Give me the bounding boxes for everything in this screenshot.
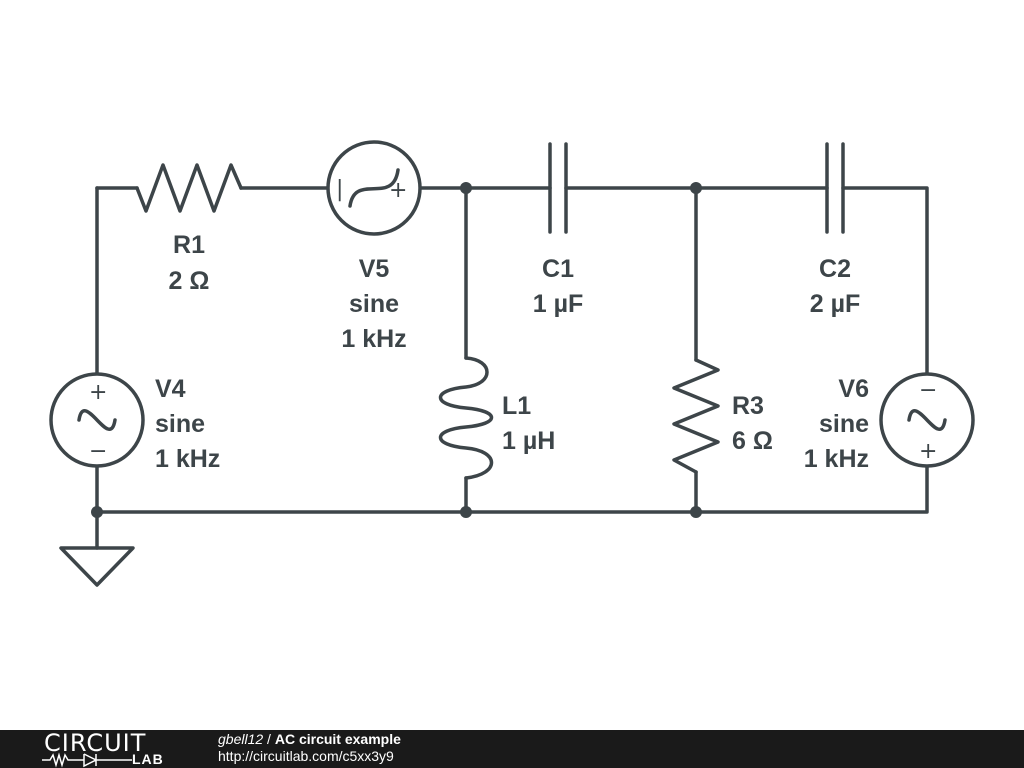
circuitlab-logo[interactable]: CIRCUIT LAB xyxy=(40,730,180,768)
resistor-r1 xyxy=(135,163,243,213)
c1-value-label: 1 µF xyxy=(533,290,584,318)
plus-symbol: + xyxy=(389,178,407,203)
wires xyxy=(95,186,929,550)
v6-type-label: sine xyxy=(819,410,869,438)
circuit-schematic: | + + − − + R1 2 Ω V5 sine 1 kHz C1 1 µF… xyxy=(49,140,975,587)
minus-symbol: − xyxy=(919,378,937,403)
v6-freq-label: 1 kHz xyxy=(804,445,869,473)
r3-name-label: R3 xyxy=(732,392,764,420)
footer-text: gbell12 / AC circuit example http://circ… xyxy=(218,731,401,765)
v6-name-label: V6 xyxy=(838,375,869,403)
r1-value-label: 2 Ω xyxy=(169,267,210,295)
voltage-source-v5: | + xyxy=(326,140,422,236)
ground-symbol xyxy=(59,546,135,587)
sine-wave-icon xyxy=(348,168,400,208)
author-link[interactable]: gbell12 xyxy=(218,731,264,747)
wire-c2-right xyxy=(841,186,929,376)
circuit-url-link[interactable]: http://circuitlab.com/c5xx3y9 xyxy=(218,748,394,764)
footer-bar: CIRCUIT LAB gbell12 / AC circuit example… xyxy=(0,730,1024,768)
capacitor-c1 xyxy=(548,142,568,234)
voltage-source-v6: − + xyxy=(879,372,975,468)
v4-name-label: V4 xyxy=(155,375,186,403)
minus-symbol: | xyxy=(336,177,343,202)
plus-symbol: + xyxy=(919,439,937,464)
v5-name-label: V5 xyxy=(359,255,390,283)
logo-text-top: CIRCUIT xyxy=(44,729,147,757)
plus-symbol: + xyxy=(89,380,107,405)
separator: / xyxy=(263,731,275,747)
voltage-source-v4: + − xyxy=(49,372,145,468)
l1-name-label: L1 xyxy=(502,392,531,420)
r1-name-label: R1 xyxy=(173,231,205,259)
v4-type-label: sine xyxy=(155,410,205,438)
junction-node xyxy=(460,506,472,518)
minus-symbol: − xyxy=(89,439,107,464)
junction-node xyxy=(690,182,702,194)
c2-value-label: 2 µF xyxy=(810,290,861,318)
v4-freq-label: 1 kHz xyxy=(155,445,220,473)
logo-circuit-trace-icon xyxy=(42,752,132,768)
junction-node xyxy=(690,506,702,518)
capacitor-c2 xyxy=(825,142,845,234)
wire-bottom xyxy=(95,464,929,514)
v5-type-label: sine xyxy=(349,290,399,318)
sine-wave-icon xyxy=(77,409,117,431)
resistor-r3 xyxy=(672,358,720,474)
c2-name-label: C2 xyxy=(819,255,851,283)
c1-name-label: C1 xyxy=(542,255,574,283)
circuit-title-link[interactable]: AC circuit example xyxy=(274,731,401,747)
junction-node xyxy=(91,506,103,518)
l1-value-label: 1 µH xyxy=(502,427,555,455)
sine-wave-icon xyxy=(907,409,947,431)
r3-value-label: 6 Ω xyxy=(732,427,773,455)
junction-node xyxy=(460,182,472,194)
logo-text-bottom: LAB xyxy=(132,751,164,767)
inductor-l1 xyxy=(438,356,494,480)
v5-freq-label: 1 kHz xyxy=(341,325,406,353)
